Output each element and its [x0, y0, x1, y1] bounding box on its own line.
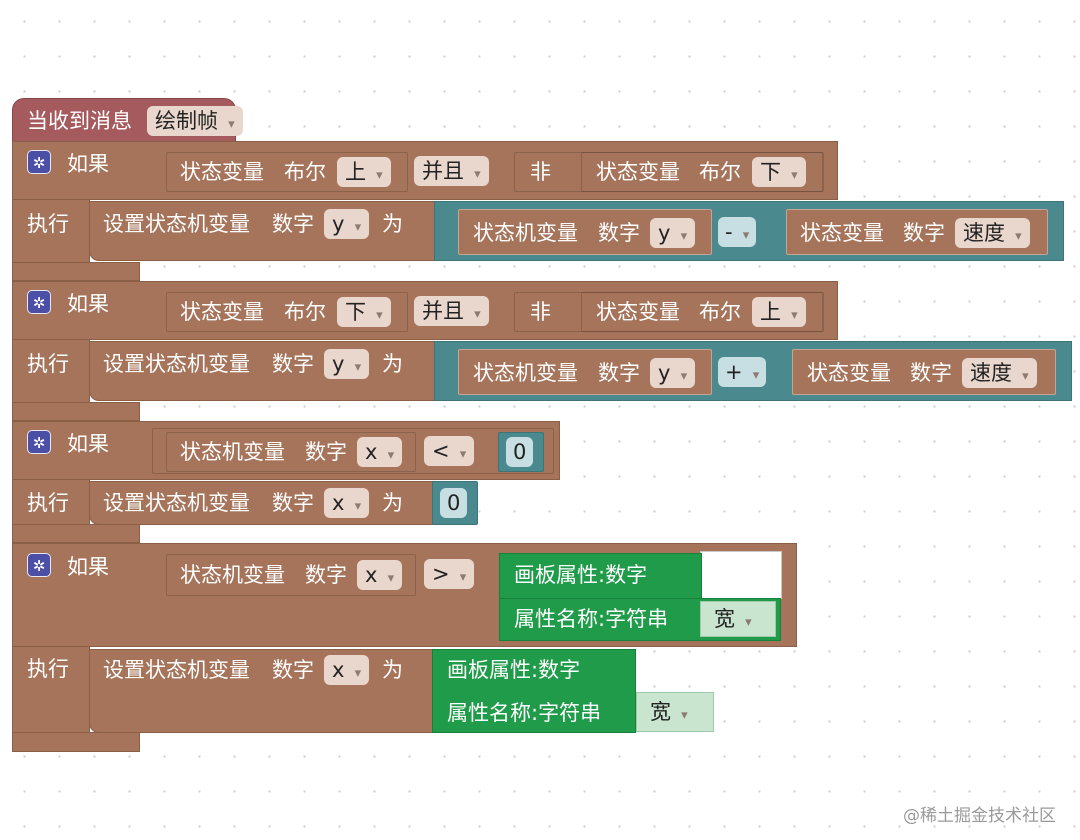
sm-var-label: 状态机变量 — [180, 440, 285, 464]
to-label: 为 — [382, 491, 403, 515]
number-input[interactable]: 0 — [440, 488, 468, 518]
prop-name-label: 属性名称:字符串 — [514, 607, 669, 631]
if-label: 如果 — [67, 152, 109, 176]
to-label: 为 — [382, 352, 403, 376]
do-label: 执行 — [27, 352, 69, 376]
bool-state-var-1[interactable] — [166, 292, 408, 332]
var-dropdown[interactable]: y — [324, 209, 370, 239]
canvas-empty-slot — [700, 551, 782, 599]
event-hat-block[interactable]: 当收到消息 绘制帧 — [12, 98, 243, 142]
not-label: 非 — [530, 160, 551, 184]
do-label: 执行 — [27, 657, 69, 681]
dir-dropdown[interactable]: 下 — [752, 157, 806, 187]
string-dropdown[interactable]: 宽 — [642, 697, 696, 727]
gear-icon[interactable]: ✲ — [27, 430, 51, 454]
bool-state-var-2[interactable] — [581, 292, 823, 332]
state-var-label: 状态变量 — [807, 361, 891, 385]
math-op-dropdown[interactable]: - — [718, 217, 757, 247]
do-label: 执行 — [27, 212, 69, 236]
dir-dropdown[interactable]: 下 — [337, 297, 391, 327]
var-dropdown[interactable]: x — [357, 560, 403, 590]
number-label: 数字 — [910, 361, 952, 385]
bool-label: 布尔 — [284, 300, 326, 324]
sm-var-block[interactable] — [166, 554, 416, 596]
if-block-3-footer — [12, 524, 140, 543]
set-statement-3[interactable] — [89, 481, 439, 525]
not-label: 非 — [530, 300, 551, 324]
dir-dropdown[interactable]: 上 — [752, 297, 806, 327]
prop-name-label: 属性名称:字符串 — [447, 701, 602, 725]
state-var-label: 状态变量 — [180, 160, 264, 184]
canvas-prop-block[interactable] — [432, 649, 636, 733]
set-label: 设置状态机变量 — [103, 352, 250, 376]
if-block-4-footer — [12, 732, 140, 752]
bool-label: 布尔 — [699, 160, 741, 184]
to-label: 为 — [382, 212, 403, 236]
number-label: 数字 — [272, 491, 314, 515]
state-var-label: 状态变量 — [180, 300, 264, 324]
if-label: 如果 — [67, 432, 109, 456]
canvas-prop-label: 画板属性:数字 — [514, 563, 648, 587]
to-label: 为 — [382, 658, 403, 682]
var-dropdown[interactable]: x — [324, 488, 370, 518]
if-label: 如果 — [67, 555, 109, 579]
set-statement-4[interactable] — [89, 649, 439, 733]
do-label: 执行 — [27, 491, 69, 515]
var-dropdown[interactable]: x — [357, 437, 403, 467]
number-label: 数字 — [272, 212, 314, 236]
var-dropdown[interactable]: y — [650, 358, 696, 388]
watermark: @稀土掘金技术社区 — [903, 806, 1056, 826]
var-dropdown[interactable]: y — [650, 218, 696, 248]
number-label: 数字 — [598, 361, 640, 385]
set-statement-1[interactable] — [89, 201, 439, 261]
var-dropdown[interactable]: 速度 — [955, 218, 1030, 248]
gear-icon[interactable]: ✲ — [27, 553, 51, 577]
message-dropdown[interactable]: 绘制帧 — [147, 106, 243, 136]
compare-op-dropdown[interactable]: > — [424, 559, 475, 589]
set-statement-2[interactable] — [89, 341, 439, 401]
event-label: 当收到消息 — [27, 109, 132, 133]
sm-var-label: 状态机变量 — [473, 221, 578, 245]
logic-op-dropdown[interactable]: 并且 — [414, 156, 489, 186]
bool-label: 布尔 — [699, 300, 741, 324]
number-label: 数字 — [272, 658, 314, 682]
logic-op-dropdown[interactable]: 并且 — [414, 296, 489, 326]
set-label: 设置状态机变量 — [103, 491, 250, 515]
set-label: 设置状态机变量 — [103, 212, 250, 236]
math-op-dropdown[interactable]: + — [718, 357, 767, 387]
number-label: 数字 — [305, 440, 347, 464]
var-dropdown[interactable]: 速度 — [962, 358, 1037, 388]
bool-state-var-1[interactable] — [166, 152, 408, 192]
dir-dropdown[interactable]: 上 — [337, 157, 391, 187]
if-block-1-footer — [12, 262, 140, 281]
gear-icon[interactable]: ✲ — [27, 150, 51, 174]
bool-state-var-2[interactable] — [581, 152, 823, 192]
number-label: 数字 — [598, 221, 640, 245]
number-label: 数字 — [903, 221, 945, 245]
state-var-label: 状态变量 — [596, 160, 680, 184]
state-var-label: 状态变量 — [800, 221, 884, 245]
sm-var-block[interactable] — [166, 432, 416, 472]
gear-icon[interactable]: ✲ — [27, 290, 51, 314]
number-label: 数字 — [305, 563, 347, 587]
if-label: 如果 — [67, 292, 109, 316]
state-var-label: 状态变量 — [596, 300, 680, 324]
canvas-prop-label: 画板属性:数字 — [447, 658, 581, 682]
bool-label: 布尔 — [284, 160, 326, 184]
set-label: 设置状态机变量 — [103, 658, 250, 682]
compare-op-dropdown[interactable]: < — [424, 436, 475, 466]
number-input[interactable]: 0 — [506, 437, 534, 467]
compare-block[interactable] — [152, 428, 554, 474]
string-dropdown[interactable]: 宽 — [706, 604, 760, 634]
number-label: 数字 — [272, 352, 314, 376]
sm-var-label: 状态机变量 — [473, 361, 578, 385]
not-block[interactable] — [514, 152, 824, 192]
var-dropdown[interactable]: x — [324, 655, 370, 685]
var-dropdown[interactable]: y — [324, 349, 370, 379]
if-block-2-footer — [12, 402, 140, 421]
not-block[interactable] — [514, 292, 824, 332]
sm-var-label: 状态机变量 — [180, 563, 285, 587]
